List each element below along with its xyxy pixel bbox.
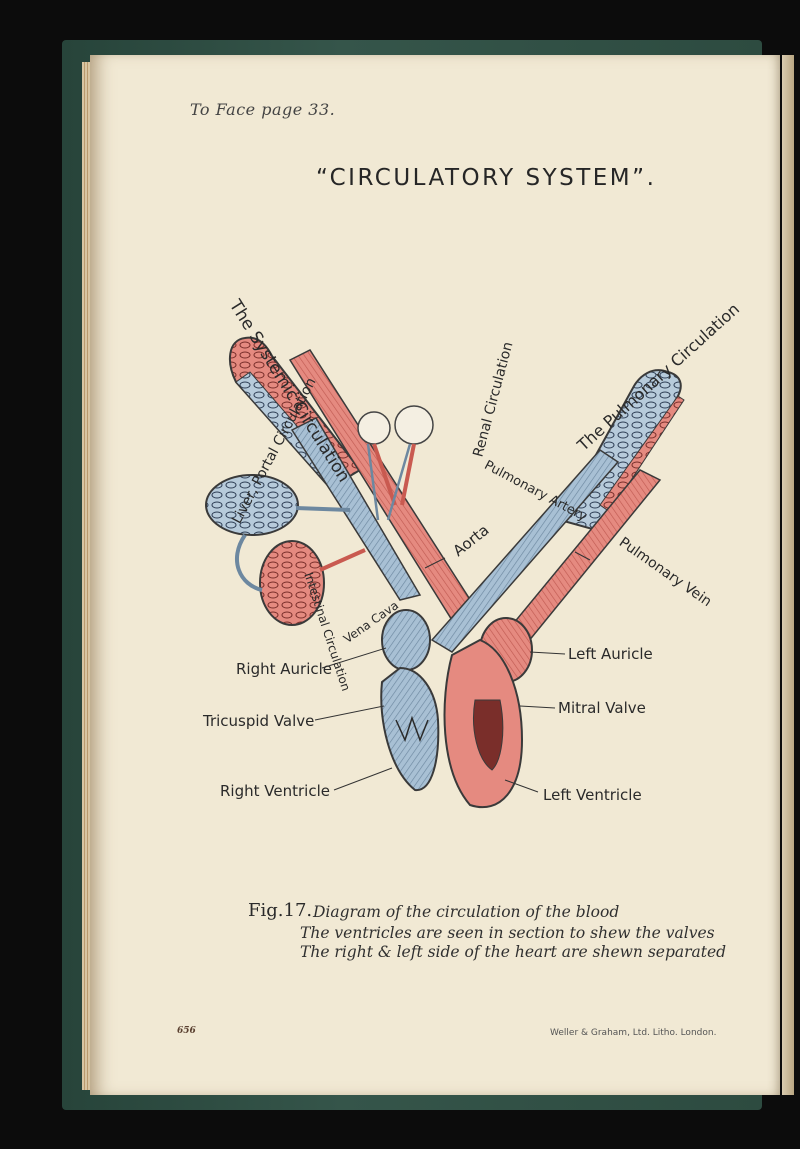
label-pulmonary-vein: Pulmonary Vein	[616, 534, 714, 610]
label-left-ventricle: Left Ventricle	[543, 786, 642, 804]
label-tricuspid-valve: Tricuspid Valve	[202, 712, 314, 730]
label-right-auricle: Right Auricle	[236, 660, 332, 678]
vena-cava-vessel	[290, 417, 422, 601]
plate-number: 656	[177, 1026, 196, 1036]
facing-page-edge	[782, 55, 794, 1095]
printer-imprint: Weller & Graham, Ltd. Litho. London.	[550, 1028, 717, 1038]
page-edges	[82, 62, 92, 1090]
label-right-ventricle: Right Ventricle	[220, 782, 330, 800]
label-left-auricle: Left Auricle	[568, 645, 653, 663]
label-aorta: Aorta	[450, 521, 493, 560]
label-mitral-valve: Mitral Valve	[558, 699, 646, 717]
intestinal-lobe	[234, 533, 366, 626]
right-auricle-chamber	[381, 609, 431, 671]
caption-line-1: Diagram of the circulation of the blood	[313, 903, 620, 921]
label-renal-circulation: Renal Circulation	[470, 340, 516, 459]
caption-line-3: The right & left side of the heart are s…	[300, 943, 727, 961]
right-ventricle-chamber	[380, 666, 440, 792]
pulmonary-artery-vessel	[430, 449, 620, 653]
plate-title: “CIRCULATORY SYSTEM”.	[316, 165, 657, 191]
figure-number: Fig.17.	[248, 900, 313, 921]
liver-portal-lobe	[205, 474, 351, 536]
page-reference: To Face page 33.	[190, 100, 336, 119]
tricuspid-valve-shape	[395, 715, 429, 743]
caption-line-2: The ventricles are seen in section to sh…	[300, 924, 715, 942]
renal-circulation	[357, 405, 434, 521]
mitral-valve-shape	[473, 699, 504, 771]
leader-lines	[314, 551, 591, 793]
